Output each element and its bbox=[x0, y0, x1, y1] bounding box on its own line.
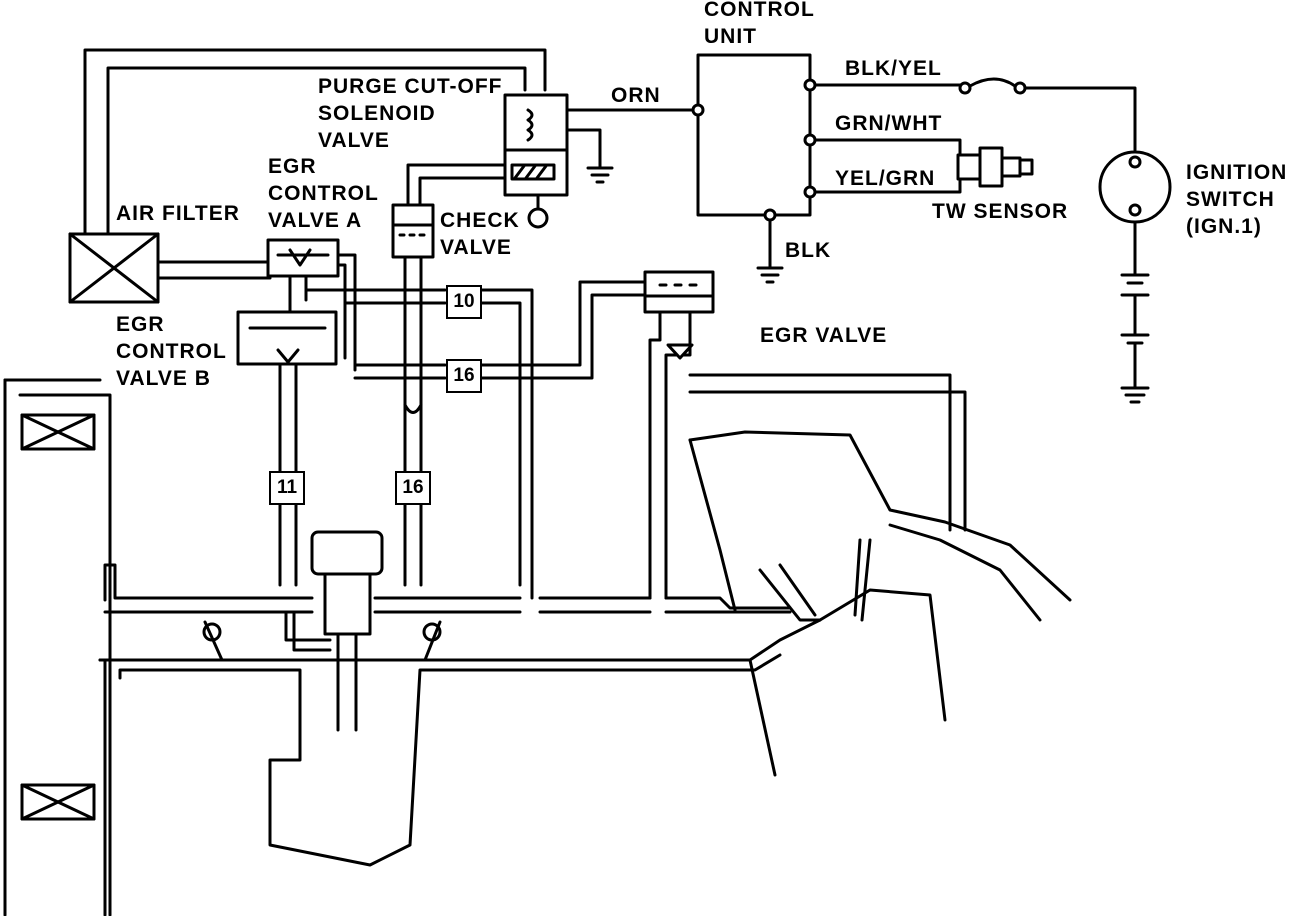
control-unit-icon bbox=[691, 53, 817, 222]
ignition-switch-label: IGNITION SWITCH (IGN.1) bbox=[1186, 161, 1288, 238]
air-filter-icon bbox=[68, 232, 160, 304]
carburetor-icon bbox=[284, 530, 384, 732]
tw-sensor-wires bbox=[813, 138, 962, 194]
tw-sensor-label: TW SENSOR bbox=[932, 200, 1069, 223]
hose-number-10: 10 bbox=[446, 285, 482, 319]
intake-manifold-outline bbox=[98, 563, 822, 916]
air-intake-box-bottom-icon bbox=[20, 783, 96, 821]
control-unit-ground-icon bbox=[756, 218, 784, 284]
check-valve-icon bbox=[391, 163, 507, 280]
hose-number-11: 11 bbox=[269, 471, 305, 505]
wire-label-blk-yel: BLK/YEL bbox=[845, 57, 942, 80]
wire-label-orn: ORN bbox=[611, 84, 661, 107]
purge-cut-off-solenoid-valve-icon bbox=[503, 93, 569, 229]
engine-block-outline bbox=[688, 430, 1072, 777]
egr-control-valve-a-label: EGR CONTROL VALVE A bbox=[268, 155, 379, 232]
hose-number-16-upper: 16 bbox=[446, 359, 482, 393]
control-unit-label: CONTROL UNIT bbox=[704, 0, 815, 48]
blk-yel-wire bbox=[813, 77, 1137, 152]
side-structure-outline bbox=[3, 378, 112, 916]
hose-number-16-lower: 16 bbox=[395, 471, 431, 505]
purge-cut-off-solenoid-valve-label: PURGE CUT-OFF SOLENOID VALVE bbox=[318, 75, 503, 152]
check-valve-label: CHECK VALVE bbox=[440, 209, 520, 259]
egr-control-valve-a-icon bbox=[266, 238, 357, 372]
air-intake-box-top-icon bbox=[20, 413, 96, 451]
wire-label-blk: BLK bbox=[785, 239, 832, 262]
valve-hose-lines bbox=[304, 276, 652, 600]
air-filter-vacuum-line bbox=[83, 48, 547, 239]
air-filter-label: AIR FILTER bbox=[116, 202, 240, 225]
egr-valve-label: EGR VALVE bbox=[760, 324, 888, 347]
wire-label-yel-grn: YEL/GRN bbox=[835, 167, 936, 190]
wire-label-grn-wht: GRN/WHT bbox=[835, 112, 943, 135]
egr-control-valve-b-label: EGR CONTROL VALVE B bbox=[116, 313, 227, 390]
throttle-valve-icons bbox=[202, 620, 442, 662]
purge-valve-ground-icon bbox=[565, 128, 614, 184]
egr-valve-icon bbox=[643, 270, 967, 600]
battery-icon bbox=[1120, 273, 1150, 404]
ignition-switch-icon bbox=[1098, 150, 1172, 277]
tw-sensor-icon bbox=[956, 146, 1034, 188]
filter-to-valve-a-hose bbox=[156, 260, 272, 280]
